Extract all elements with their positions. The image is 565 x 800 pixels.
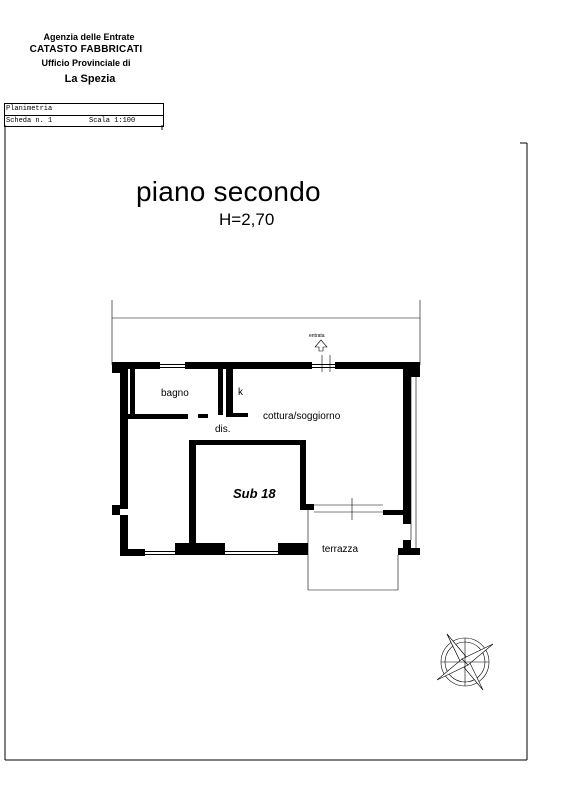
sheet-frame [4,125,528,761]
office-name: Ufficio Provinciale di [41,58,131,68]
unit-label: Sub 18 [233,486,276,501]
room-terrace: terrazza [322,544,359,555]
city-name: La Spezia [64,73,116,85]
entrance-label: entrata [309,333,325,339]
department-name: CATASTO FABBRICATI [29,44,143,55]
compass-rose-icon [436,633,494,691]
info-box-divider [5,115,163,116]
entrance-arrow-icon [314,339,328,352]
floor-title: piano secondo [136,176,321,207]
room-kitchen: k [238,387,243,398]
room-bagno: bagno [161,388,189,399]
agency-name: Agenzia delle Entrate [43,32,135,42]
info-box: Planimetria Scheda n. 1 Scala 1:100 [4,103,164,127]
dimension-lines [111,300,421,365]
thin-lines [307,355,417,591]
doc-type: Planimetria [6,105,53,113]
room-hall: dis. [215,424,231,435]
scale-label: Scala 1:100 [89,117,136,125]
walls [112,362,420,556]
sheet-number: Scheda n. 1 [6,117,53,125]
ceiling-height: H=2,70 [219,210,275,229]
room-living: cottura/soggiorno [263,411,341,422]
